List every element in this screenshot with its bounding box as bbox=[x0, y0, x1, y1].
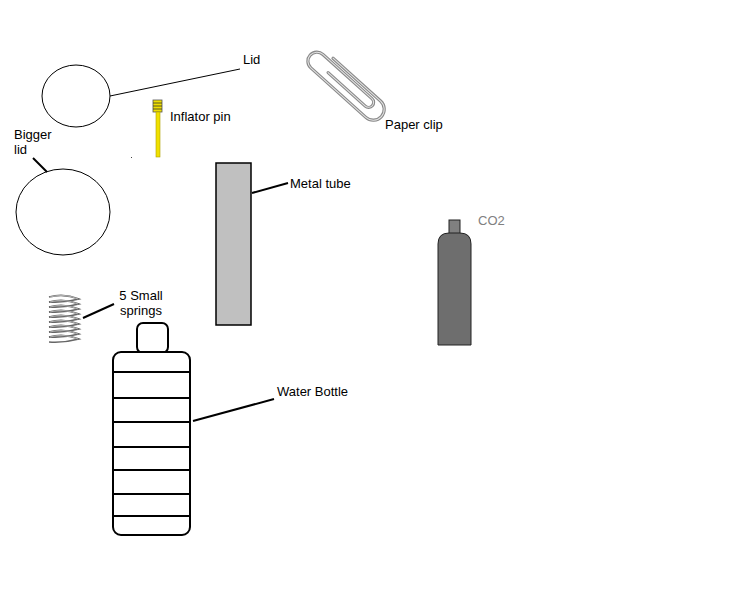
leader-line bbox=[193, 399, 274, 421]
part-label: 5 Small springs bbox=[112, 288, 170, 318]
bigger-lid-shape bbox=[16, 169, 110, 255]
paper-clip bbox=[304, 45, 389, 124]
inflator-pin bbox=[153, 100, 162, 157]
co2-cartridge bbox=[438, 220, 471, 345]
part-label: Metal tube bbox=[290, 176, 351, 191]
lid-shape bbox=[42, 65, 110, 127]
part-label: Water Bottle bbox=[277, 384, 348, 399]
speck bbox=[131, 157, 132, 158]
metal-tube bbox=[216, 163, 251, 325]
part-label: Inflator pin bbox=[170, 109, 231, 124]
part-label: Lid bbox=[243, 52, 260, 67]
part-label: Paper clip bbox=[385, 117, 443, 132]
leader-line bbox=[33, 158, 47, 172]
leader-line bbox=[252, 183, 288, 193]
part-label: CO2 bbox=[478, 213, 505, 228]
springs bbox=[49, 295, 79, 342]
leader-line bbox=[110, 69, 240, 96]
leader-line bbox=[83, 304, 114, 318]
water-bottle bbox=[113, 323, 190, 535]
part-label: Bigger lid bbox=[14, 127, 62, 157]
